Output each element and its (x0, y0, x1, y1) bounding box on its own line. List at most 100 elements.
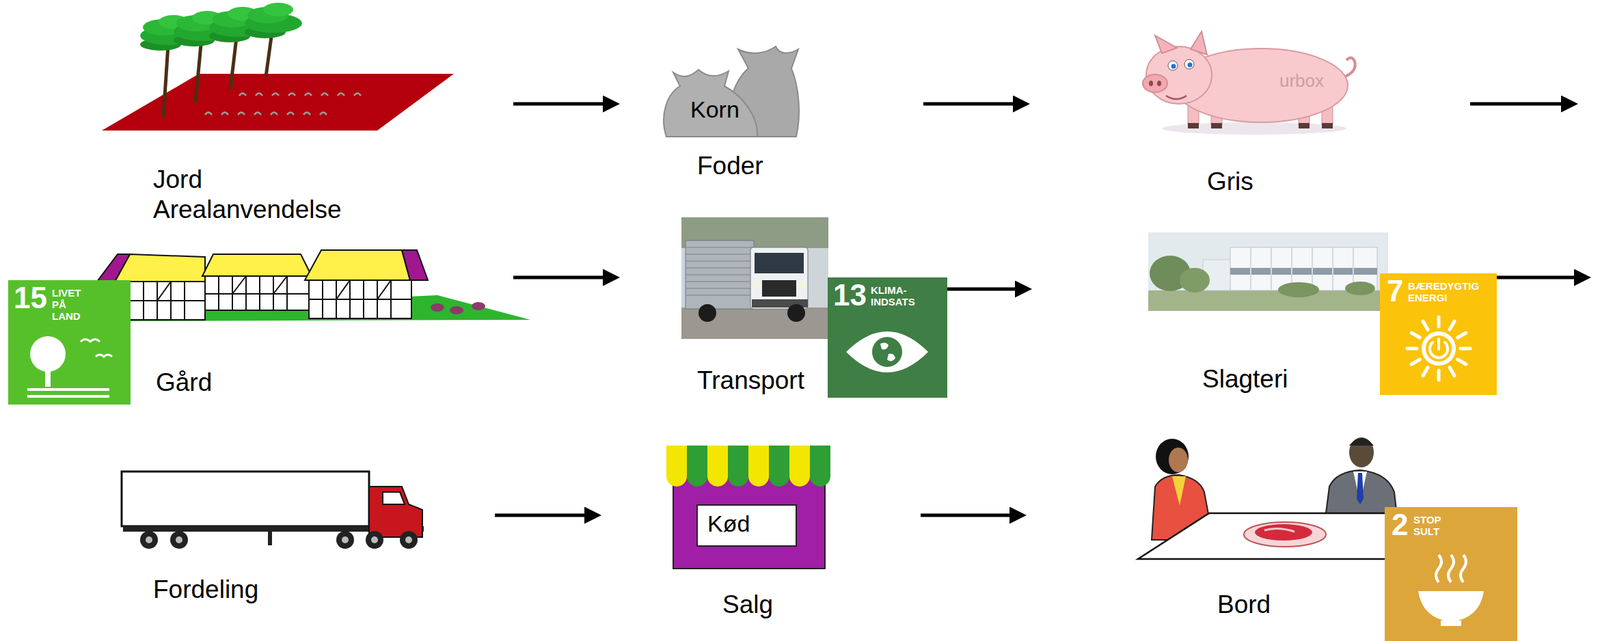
flow-arrow (1470, 102, 1562, 106)
sdg-number: 13 (833, 280, 867, 311)
lorry-drawing (121, 471, 424, 549)
pig-drawing (1171, 64, 1177, 70)
dining-drawing (1264, 528, 1295, 532)
dining-drawing (1172, 476, 1186, 506)
flow-arrow (1496, 276, 1575, 280)
lorry-drawing (399, 531, 418, 549)
stage-caption: Foder (697, 151, 764, 182)
truck-photo (681, 217, 829, 340)
dining-drawing (1243, 522, 1326, 547)
stage-caption: Jord Arealanvendelse (153, 164, 342, 226)
farm-drawing (205, 276, 309, 311)
shop-drawing (809, 445, 831, 477)
stage-caption: Bord (1217, 589, 1271, 620)
pig-drawing (1321, 123, 1333, 129)
field-drawing (101, 73, 454, 131)
pig-drawing (1142, 31, 1356, 135)
stage-node: KødSalg (606, 423, 917, 640)
dining-drawing (1254, 524, 1313, 541)
sdg-icon (80, 339, 113, 358)
lorry-drawing (365, 531, 384, 549)
sdg-title: BÆREDYGTIG ENERGI (1407, 280, 1480, 305)
pig-drawing (1211, 123, 1223, 129)
lorry-drawing (175, 536, 183, 544)
slaughterhouse-photo (1179, 267, 1210, 293)
stage-node: Fordeling (116, 423, 491, 640)
slaughterhouse-photo (1345, 281, 1376, 296)
flow-arrow (494, 513, 586, 518)
sdg-icon (1384, 507, 1518, 641)
truck-photo (685, 240, 754, 309)
sack-drawing (663, 46, 799, 137)
farm-drawing (449, 306, 464, 315)
pig-drawing (1155, 35, 1177, 54)
lorry-drawing (382, 492, 405, 505)
sdg-title: KLIMA- INDSATS (870, 284, 916, 309)
shop-drawing (673, 476, 825, 569)
stage-caption: Gård (155, 367, 212, 398)
stage-caption: Transport (697, 365, 805, 396)
lorry-drawing (170, 531, 188, 549)
sdg-icon (846, 331, 929, 373)
dining-drawing (1349, 438, 1374, 446)
sdg-icon (8, 280, 131, 405)
flow-arrow (947, 287, 1016, 292)
shop-drawing (707, 445, 728, 477)
sdg-icon (1423, 333, 1454, 364)
stage-node: Jord Arealanvendelse (95, 0, 510, 233)
sdg-icon (1418, 591, 1484, 622)
flow-arrow (513, 276, 604, 280)
stage-caption: Fordeling (153, 574, 259, 605)
tree-drawing (263, 2, 294, 17)
sdg-icon (827, 277, 948, 398)
truck-photo (698, 304, 717, 322)
dining-drawing (1137, 437, 1400, 560)
stage-caption: Slagteri (1202, 364, 1288, 395)
pig-drawing (1187, 123, 1199, 129)
sdg-icon (1407, 317, 1471, 381)
lorry-drawing (369, 486, 423, 538)
shop-drawing (666, 445, 687, 477)
sdg-icon (880, 342, 896, 361)
dining-drawing (1137, 513, 1388, 560)
slaughterhouse-photo (1230, 267, 1378, 275)
truck-photo (750, 247, 808, 309)
lorry-drawing (341, 536, 349, 544)
truck-photo (754, 252, 804, 274)
truck-photo (798, 281, 806, 288)
flow-arrow (920, 513, 1011, 518)
truck-photo (787, 304, 806, 322)
shop-drawing (748, 445, 769, 477)
truck-photo (685, 247, 754, 296)
sdg-icon (1435, 554, 1467, 583)
stage-caption: Salg (722, 589, 774, 620)
sdg-number: 2 (1391, 509, 1408, 540)
lorry-drawing (336, 531, 355, 549)
sack-label: Korn (690, 95, 740, 124)
truck-photo (681, 217, 829, 340)
stage-node: KornFoder (625, 0, 920, 233)
sdg-number: 15 (13, 282, 48, 314)
tree-drawing (140, 2, 303, 118)
farm-drawing (471, 302, 486, 311)
watermark: urbox (1279, 71, 1324, 92)
flow-arrow (1470, 103, 1575, 278)
slaughterhouse-photo (1148, 232, 1389, 311)
shop-drawing (789, 445, 810, 477)
pig-drawing (1184, 59, 1195, 70)
lorry-drawing (121, 471, 370, 527)
sdg-icon (872, 336, 903, 368)
stage-node: Gris (1035, 0, 1467, 233)
pig-drawing (1161, 122, 1347, 135)
sack-drawing (663, 69, 758, 137)
slaughterhouse-photo (1278, 282, 1320, 298)
sdg-icon (45, 366, 51, 387)
dining-drawing (1349, 437, 1374, 468)
lorry-drawing (267, 531, 273, 546)
sdg-icon (1384, 507, 1518, 641)
stage-node: Bord (1032, 423, 1525, 640)
lorry-drawing (145, 536, 153, 544)
farm-drawing (308, 280, 412, 319)
